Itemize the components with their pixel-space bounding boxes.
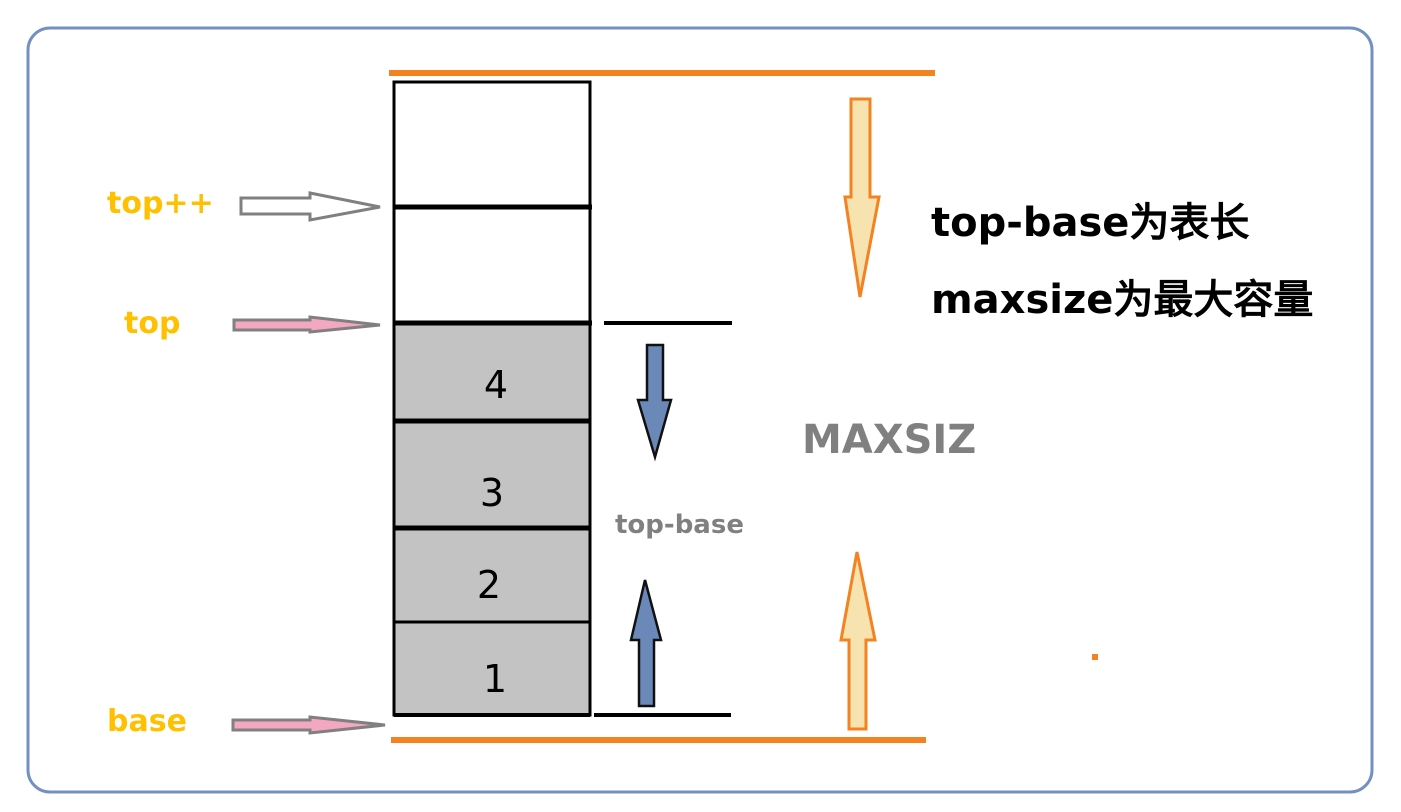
stack-cell-4 [394,323,590,420]
note-length: top-base为表长 [931,200,1250,246]
orange-dot [1092,654,1098,660]
capacity-label: MAXSIZ [802,417,977,463]
blue-arrow-down [636,343,673,462]
blue-arrow-up [629,579,663,708]
label-top-plus-plus: top++ [107,186,214,221]
cell-number-1: 1 [482,657,508,701]
cell-number-2: 2 [476,563,502,607]
cell-number-4: 4 [483,363,509,407]
span-label: top-base [615,510,744,540]
orange-arrow-up [839,551,877,731]
label-base: base [107,704,187,739]
stack-cell-2 [394,527,590,622]
base-arrow [231,715,386,735]
stack-cell-1 [394,622,590,715]
top-plus-plus-arrow [239,191,381,222]
orange-arrow-down [843,97,881,298]
outer-frame [26,26,1374,794]
stack-cell-3 [394,420,590,527]
top-arrow [232,315,381,334]
label-top: top [124,306,181,341]
cell-number-3: 3 [479,471,505,515]
note-capacity: maxsize为最大容量 [931,277,1314,323]
